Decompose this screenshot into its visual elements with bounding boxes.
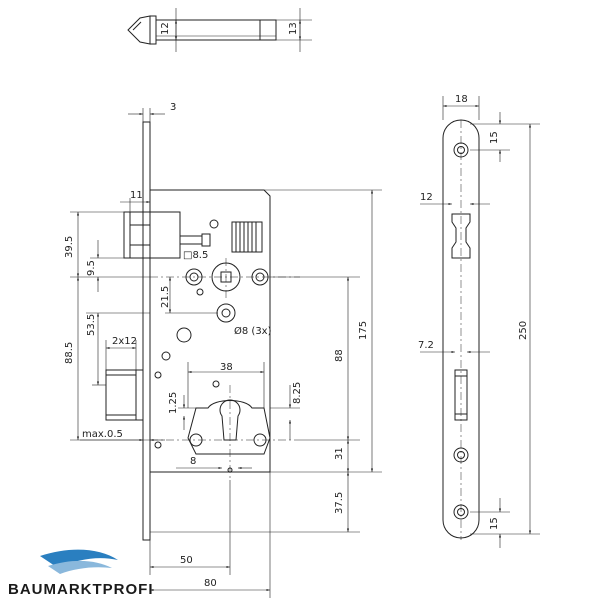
faceplate-front-view: [442, 119, 480, 540]
dim-bolt-11: 11: [130, 190, 143, 201]
brand-name: BAUMARKTPROFI: [8, 581, 154, 598]
dim-latch-13: 13: [288, 22, 299, 35]
dim-bolt-39-5: 39.5: [64, 236, 75, 258]
faceplate-dimension-lines: [420, 96, 540, 548]
dim-face-18: 18: [455, 94, 468, 105]
dim-width-80: 80: [204, 578, 217, 589]
dim-bottom-37-5: 37.5: [334, 492, 345, 514]
dim-8-25: 8.25: [292, 382, 303, 404]
dim-backset-88: 88: [334, 349, 345, 362]
dim-53-5: 53.5: [86, 314, 97, 336]
dim-88-5: 88.5: [64, 342, 75, 364]
dim-max-0-5: max.0.5: [82, 429, 123, 440]
dim-holes-8-3x: Ø8 (3x): [234, 325, 272, 337]
dim-1-25: 1.25: [168, 392, 179, 414]
dim-face-7-2: 7.2: [418, 340, 434, 351]
dim-latch-12: 12: [160, 22, 171, 35]
dim-9-5: 9.5: [86, 260, 97, 276]
dim-cyl-38: 38: [220, 362, 233, 373]
latch-top-view: [127, 8, 312, 52]
dim-bottom-31: 31: [334, 447, 345, 460]
brand-logo: BAUMARKTPROFI: [8, 549, 154, 598]
dim-cyl-8: 8: [190, 456, 196, 467]
side-view-dimension-lines: [70, 108, 382, 598]
dim-face-15-top: 15: [489, 131, 500, 144]
dim-21-5: 21.5: [160, 286, 171, 308]
dim-faceplate-3: 3: [170, 102, 176, 113]
dim-face-250: 250: [518, 321, 529, 340]
dim-spindle-8-5: □8.5: [183, 250, 208, 261]
dim-strike-2x12: 2x12: [112, 336, 137, 347]
dim-face-15-bottom: 15: [489, 517, 500, 530]
dim-face-12: 12: [420, 192, 433, 203]
logo-swoosh-shadow-icon: [48, 560, 112, 574]
dim-backset-50: 50: [180, 555, 193, 566]
dim-height-175: 175: [358, 321, 369, 340]
